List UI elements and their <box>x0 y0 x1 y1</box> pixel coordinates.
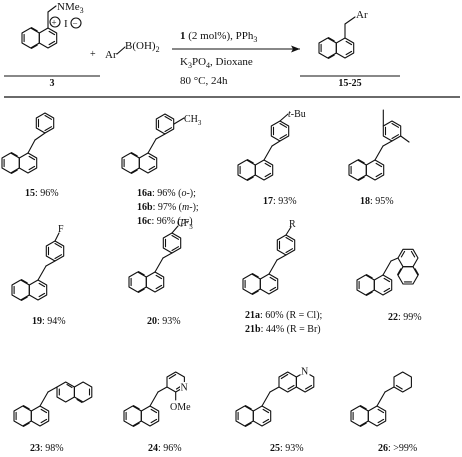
product-23: 23: 98% <box>13 381 93 454</box>
product-20: CF3 20: 93% <box>128 218 193 327</box>
svg-text:Ar: Ar <box>356 9 368 21</box>
product-26: 26: >99% <box>350 371 417 454</box>
svg-text:80 °C, 24h: 80 °C, 24h <box>180 75 228 87</box>
svg-text:21a: 60% (R = Cl);: 21a: 60% (R = Cl); <box>245 310 323 321</box>
svg-text:20: 93%: 20: 93% <box>147 316 181 327</box>
svg-text:19: 94%: 19: 94% <box>32 316 66 327</box>
product-24: N OMe 24: 96% <box>123 371 191 454</box>
cyclohexenyl-ring <box>393 371 412 393</box>
svg-text:16c: 96% (p-): 16c: 96% (p-) <box>137 216 193 227</box>
svg-text:F: F <box>58 224 64 235</box>
product-25: N 25: 93% <box>235 366 315 454</box>
svg-text:16b: 97% (m-);: 16b: 97% (m-); <box>137 202 199 213</box>
reactant-ammonium-salt: NMe3 + I − <box>21 1 84 49</box>
product-22: 22: 99% <box>356 248 422 323</box>
plus-sign: + <box>90 49 96 60</box>
svg-text:16a: 96% (o-);: 16a: 96% (o-); <box>137 188 196 199</box>
svg-text:+: + <box>52 18 57 28</box>
svg-text:26: >99%: 26: >99% <box>378 443 417 454</box>
svg-text:18: 95%: 18: 95% <box>360 196 394 207</box>
product-19: F 19: 94% <box>11 224 66 327</box>
svg-text:Ar: Ar <box>105 49 117 61</box>
svg-text:−: − <box>73 19 78 29</box>
arrow-head-icon <box>291 45 300 53</box>
negative-charge-icon <box>70 17 82 29</box>
product-21: R 21a: 60% (R = Cl); 21b: 44% (R = Br) <box>242 219 323 335</box>
reactant-number: 3 <box>50 78 55 89</box>
svg-text:23: 98%: 23: 98% <box>30 443 64 454</box>
svg-text:22: 99%: 22: 99% <box>388 312 422 323</box>
svg-text:N: N <box>181 383 188 394</box>
reaction-conditions: 1 (2 mol%), PPh3 K3PO4, Dioxane 80 °C, 2… <box>172 30 300 87</box>
svg-text:1 (2 mol%), PPh3: 1 (2 mol%), PPh3 <box>180 30 257 44</box>
svg-text:CF3: CF3 <box>177 218 193 231</box>
product-18: 18: 95% <box>348 109 410 207</box>
naphthyl-2 <box>56 381 93 404</box>
svg-text:B(OH)2: B(OH)2 <box>125 40 160 54</box>
product-range: 15-25 <box>338 78 361 89</box>
svg-text:R: R <box>289 219 296 230</box>
positive-charge-icon <box>49 16 61 28</box>
svg-text:OMe: OMe <box>170 402 191 413</box>
product-16: CH3 16a: 96% (o-); 16b: 97% (m-); 16c: 9… <box>121 113 202 227</box>
svg-text:CH3: CH3 <box>184 114 202 127</box>
svg-text:N: N <box>301 367 308 378</box>
svg-text:15: 96%: 15: 96% <box>25 188 59 199</box>
product-general: Ar <box>318 9 368 59</box>
svg-text:17: 93%: 17: 93% <box>263 196 297 207</box>
svg-text:t-Bu: t-Bu <box>288 109 306 120</box>
svg-text:K3PO4, Dioxane: K3PO4, Dioxane <box>180 56 253 70</box>
svg-text:21b: 44% (R = Br): 21b: 44% (R = Br) <box>245 324 321 335</box>
svg-text:25: 93%: 25: 93% <box>270 443 304 454</box>
boronic-acid: Ar B(OH)2 <box>105 40 160 61</box>
amine-label: NMe3 <box>57 1 84 15</box>
svg-text:I: I <box>64 18 68 30</box>
svg-text:24: 96%: 24: 96% <box>148 443 182 454</box>
product-17: t-Bu 17: 93% <box>237 109 306 207</box>
product-15: 15: 96% <box>1 112 59 199</box>
